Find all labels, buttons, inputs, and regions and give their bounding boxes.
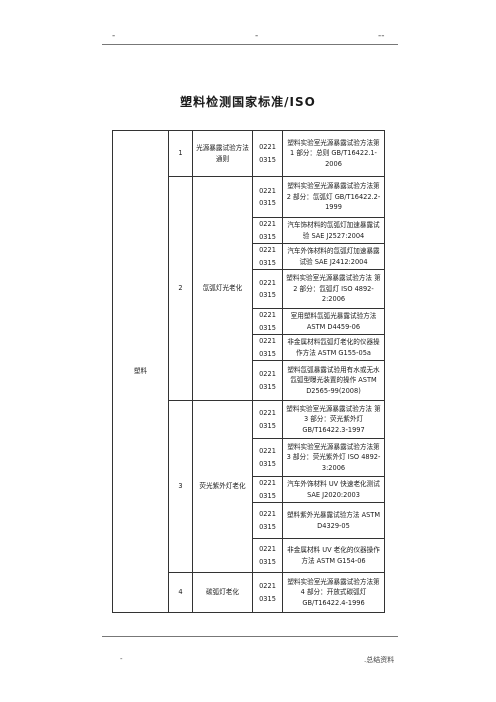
code-cell: 0221 0315 xyxy=(252,476,283,503)
group-number: 4 xyxy=(168,572,193,613)
code-cell: 0221 0315 xyxy=(252,360,283,401)
footer-rule xyxy=(102,636,398,637)
group-method: 荧光紫外灯老化 xyxy=(192,400,253,573)
standard-cell: 汽车外饰材料的氙弧灯加速暴露试验 SAE J2412:2004 xyxy=(282,243,385,270)
group-number: 2 xyxy=(168,176,193,401)
standard-cell: 塑料实验室光源暴露试验方法第 3 部分：荧光紫外灯 ISO 4892-3:200… xyxy=(282,438,385,477)
standard-cell: 塑料实验室光源暴露试验方法第 1 部分：总则 GB/T16422.1-2006 xyxy=(282,130,385,177)
header-center-mark: - xyxy=(255,31,259,41)
table-row: 3 荧光紫外灯老化 0221 0315 塑料实验室光源暴露试验方法 第 3 部分… xyxy=(113,400,385,573)
code-cell: 0221 0315 xyxy=(252,308,283,335)
standards-table: 塑料 1 光源暴露试验方法 通则 0221 0315 塑料实验室光源暴露试验方法… xyxy=(112,130,385,613)
code-cell: 0221 0315 xyxy=(252,269,283,309)
code-cell: 0221 0315 xyxy=(252,438,283,477)
table-row: 0221 0315 塑料氙弧暴露试验用有水或无水氙弧型曝光装置的操作 ASTM … xyxy=(113,360,385,401)
table-row: 0221 0315 塑料紫外光暴露试验方法 ASTM D4329-05 xyxy=(113,502,385,539)
group-number: 3 xyxy=(168,400,193,573)
table-row: 4 碳弧灯老化 0221 0315 塑料实验室光源暴露试验方法第 4 部分：开放… xyxy=(113,572,385,613)
code-cell: 0221 0315 xyxy=(252,400,283,439)
table-row: 0221 0315 汽车饰材料的氙弧灯加速暴露试验 SAE J2527:2004 xyxy=(113,217,385,244)
table-row: 0221 0315 汽车外饰材料 UV 快速老化测试 SAE J2020:200… xyxy=(113,476,385,503)
table-row: 0221 0315 塑料实验室光源暴露试验方法 第 2 部分：氙弧灯 ISO 4… xyxy=(113,269,385,309)
code-cell: 0221 0315 xyxy=(252,217,283,244)
code-cell: 0221 0315 xyxy=(252,572,283,613)
table-row: 0221 0315 室用塑料氙弧光暴露试验方法 ASTM D4459-06 xyxy=(113,308,385,335)
standard-cell: 塑料紫外光暴露试验方法 ASTM D4329-05 xyxy=(282,502,385,539)
standard-cell: 非金属材料氙弧灯老化的仪器操作方法 ASTM G155-05a xyxy=(282,334,385,361)
category-cell: 塑料 xyxy=(112,130,169,613)
standard-cell: 室用塑料氙弧光暴露试验方法 ASTM D4459-06 xyxy=(282,308,385,335)
table-row: 0221 0315 塑料实验室光源暴露试验方法第 3 部分：荧光紫外灯 ISO … xyxy=(113,438,385,477)
table-row: 0221 0315 非金属材料 UV 老化的仪器操作方法 ASTM G154-0… xyxy=(113,538,385,573)
header-rule xyxy=(102,44,398,45)
header-left-mark: - xyxy=(112,31,116,41)
standard-cell: 汽车外饰材料 UV 快速老化测试 SAE J2020:2003 xyxy=(282,476,385,503)
group-number: 1 xyxy=(168,130,193,177)
table-row: 0221 0315 非金属材料氙弧灯老化的仪器操作方法 ASTM G155-05… xyxy=(113,334,385,361)
code-cell: 0221 0315 xyxy=(252,243,283,270)
code-cell: 0221 0315 xyxy=(252,334,283,361)
group-method: 碳弧灯老化 xyxy=(192,572,253,613)
standard-cell: 汽车饰材料的氙弧灯加速暴露试验 SAE J2527:2004 xyxy=(282,217,385,244)
code-cell: 0221 0315 xyxy=(252,538,283,573)
standard-cell: 塑料实验室光源暴露试验方法第 4 部分：开放式碳弧灯 GB/T16422.4-1… xyxy=(282,572,385,613)
code-cell: 0221 0315 xyxy=(252,176,283,218)
standard-cell: 塑料实验室光源暴露试验方法第 2 部分：氙弧灯 GB/T16422.2-1999 xyxy=(282,176,385,218)
standard-cell: 非金属材料 UV 老化的仪器操作方法 ASTM G154-06 xyxy=(282,538,385,573)
footer-left-mark: - xyxy=(120,655,123,663)
header-right-mark: -- xyxy=(378,31,385,41)
group-method: 光源暴露试验方法 通则 xyxy=(192,130,253,177)
standard-cell: 塑料氙弧暴露试验用有水或无水氙弧型曝光装置的操作 ASTM D2565-99(2… xyxy=(282,360,385,401)
footer-right-label: .总结资料 xyxy=(364,656,395,664)
code-cell: 0221 0315 xyxy=(252,130,283,177)
document-title: 塑料检测国家标准/ISO xyxy=(180,95,316,109)
code-cell: 0221 0315 xyxy=(252,502,283,539)
table-row: 塑料 1 光源暴露试验方法 通则 0221 0315 塑料实验室光源暴露试验方法… xyxy=(112,130,385,613)
standard-cell: 塑料实验室光源暴露试验方法 第 2 部分：氙弧灯 ISO 4892-2:2006 xyxy=(282,269,385,309)
standard-cell: 塑料实验室光源暴露试验方法 第 3 部分：荧光紫外灯 GB/T16422.3-1… xyxy=(282,400,385,439)
group-method: 氙弧灯光老化 xyxy=(192,176,253,401)
